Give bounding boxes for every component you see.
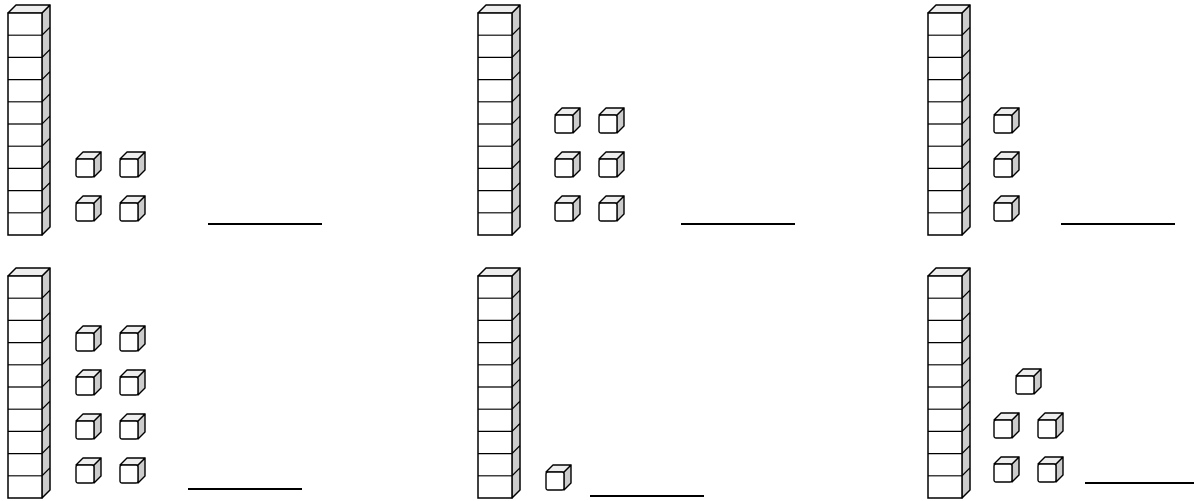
unit-cube — [120, 196, 145, 221]
unit-cube — [120, 458, 145, 483]
unit-cube — [76, 326, 101, 351]
unit-cube — [994, 413, 1019, 438]
unit-cube — [994, 196, 1019, 221]
unit-cube — [76, 196, 101, 221]
tens-rod — [478, 268, 520, 498]
problem-6 — [928, 268, 1194, 498]
unit-cube — [994, 108, 1019, 133]
unit-cube — [599, 108, 624, 133]
unit-cube — [599, 196, 624, 221]
tens-rod — [8, 5, 50, 235]
problem-1 — [8, 5, 322, 235]
unit-cube — [76, 152, 101, 177]
unit-cube — [76, 458, 101, 483]
problem-3 — [928, 5, 1175, 235]
unit-cube — [546, 465, 571, 490]
tens-rod — [478, 5, 520, 235]
unit-cube — [120, 326, 145, 351]
unit-cube — [555, 196, 580, 221]
problem-5 — [478, 268, 704, 498]
problem-2 — [478, 5, 795, 235]
unit-cube — [994, 457, 1019, 482]
tens-rod — [8, 268, 50, 498]
unit-cube — [120, 152, 145, 177]
unit-cube — [599, 152, 624, 177]
unit-cube — [120, 414, 145, 439]
unit-cube — [76, 414, 101, 439]
problem-4 — [8, 268, 302, 498]
unit-cube — [994, 152, 1019, 177]
tens-rod — [928, 268, 970, 498]
unit-cube — [120, 370, 145, 395]
unit-cube — [1038, 413, 1063, 438]
unit-cube — [555, 152, 580, 177]
unit-cube — [76, 370, 101, 395]
unit-cube — [555, 108, 580, 133]
unit-cube — [1038, 457, 1063, 482]
unit-cube — [1016, 369, 1041, 394]
tens-rod — [928, 5, 970, 235]
